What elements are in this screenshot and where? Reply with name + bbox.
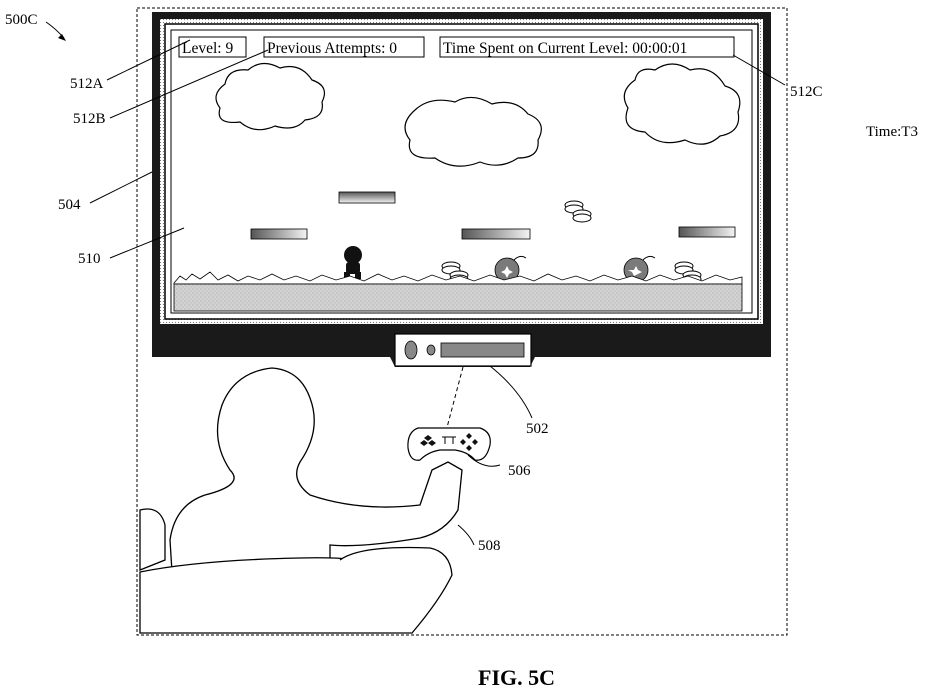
ground — [174, 284, 742, 311]
platform — [462, 229, 530, 239]
attempts-indicator: Previous Attempts: 0 — [264, 37, 424, 57]
game-controller-icon — [408, 428, 490, 460]
label-512C: 512C — [790, 84, 823, 100]
figure-id-arrow — [46, 22, 66, 41]
time-label: Time:T3 — [866, 124, 918, 140]
platform — [251, 229, 307, 239]
label-504: 504 — [58, 197, 81, 213]
level-text: Level: 9 — [182, 40, 233, 57]
figure-id-label: 500C — [5, 12, 38, 28]
label-508: 508 — [478, 538, 501, 554]
label-512B: 512B — [73, 111, 106, 127]
platform — [339, 192, 395, 203]
label-512A: 512A — [70, 76, 104, 92]
label-502: 502 — [526, 421, 549, 437]
wireless-link — [445, 367, 463, 435]
time-spent-indicator: Time Spent on Current Level: 00:00:01 — [440, 37, 734, 57]
cloud — [405, 97, 541, 166]
time-spent-text: Time Spent on Current Level: 00:00:01 — [443, 40, 687, 57]
game-console — [395, 334, 531, 366]
attempts-text: Previous Attempts: 0 — [267, 40, 397, 57]
figure-caption: FIG. 5C — [478, 665, 555, 690]
label-510: 510 — [78, 251, 101, 267]
label-506: 506 — [508, 463, 531, 479]
platform — [679, 227, 735, 237]
